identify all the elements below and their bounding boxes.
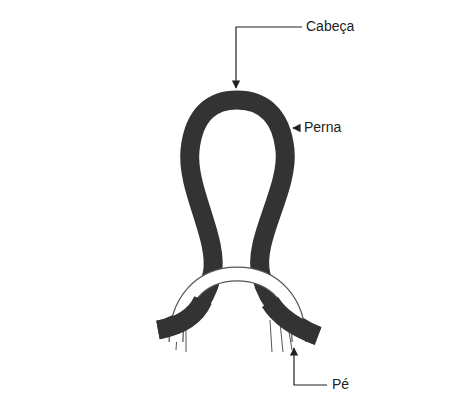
leader-line [293, 127, 300, 128]
clip-leg-front [270, 302, 318, 336]
part-label: Cabeça [306, 19, 354, 34]
part-label: Perna [304, 120, 341, 135]
clip-leg-front [158, 300, 203, 330]
leader-line [294, 348, 327, 385]
leader-line [236, 27, 302, 88]
part-label: Pé [332, 377, 349, 392]
